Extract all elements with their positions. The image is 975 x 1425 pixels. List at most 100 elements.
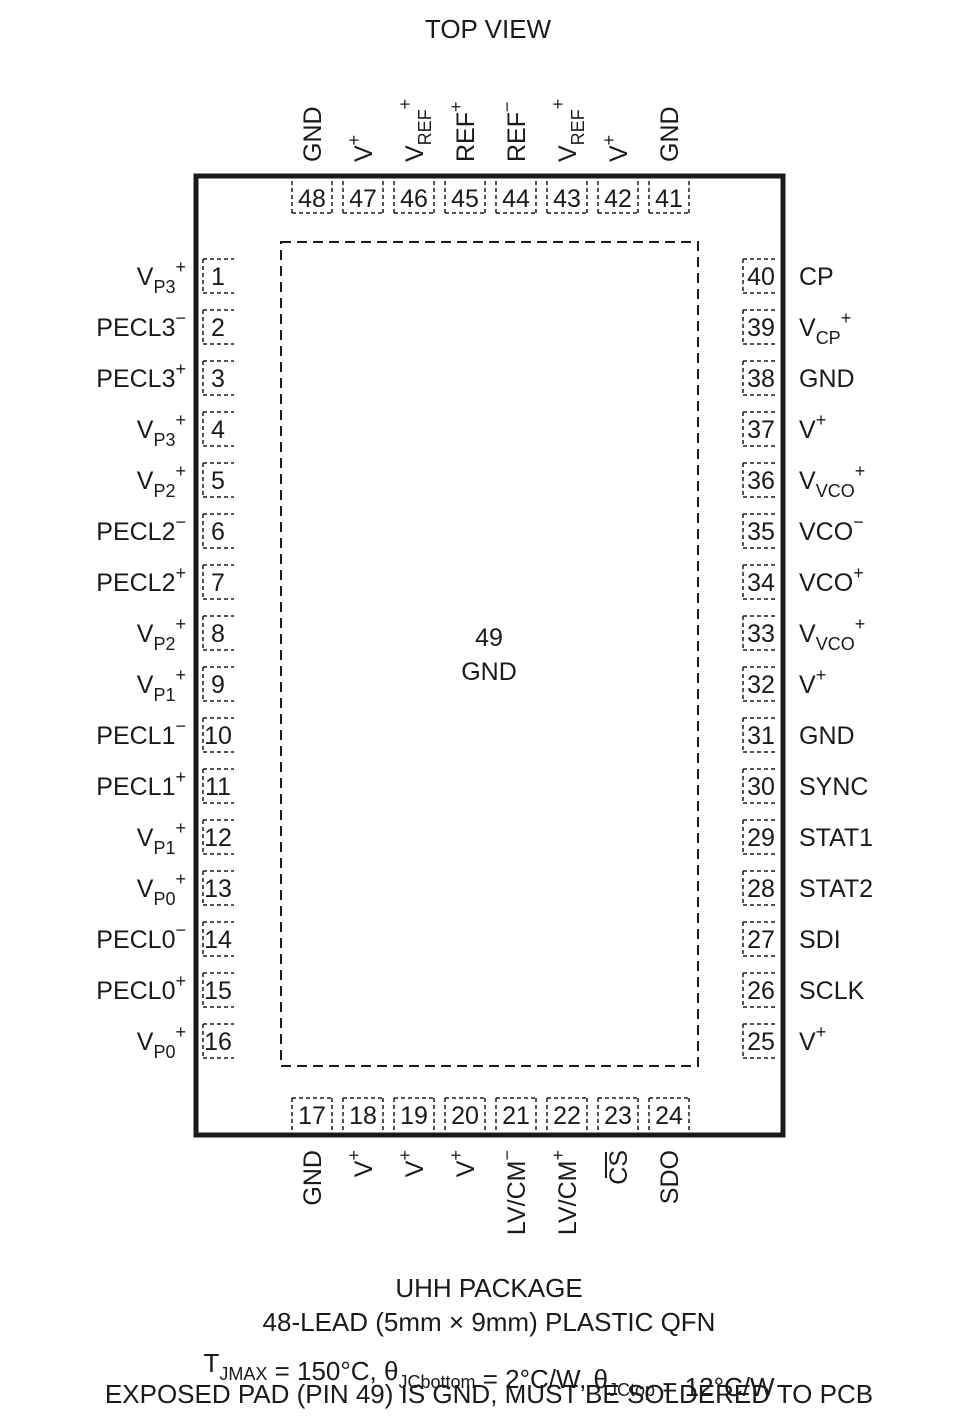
pin-number: 46 (400, 185, 428, 213)
pin-number: 15 (204, 977, 232, 1005)
pin-label-gnd: GND (299, 106, 327, 162)
pin-number: 3 (211, 365, 225, 393)
pin-label-lv-cmplus: LV/CM+ (548, 1150, 582, 1235)
pin-label-pecl3minus: PECL3− (96, 308, 186, 342)
pin-number: 26 (747, 977, 775, 1005)
package-name: UHH PACKAGE (395, 1273, 582, 1303)
pin-number: 20 (451, 1102, 479, 1130)
pin-number: 1 (211, 263, 225, 291)
pin-number: 21 (502, 1102, 530, 1130)
pin-35: 35 VCO− (742, 512, 864, 549)
pin-48: 48 GND (291, 106, 333, 214)
pin-label-refminus: REF− (497, 101, 531, 162)
pin-number: 37 (747, 416, 775, 444)
pin-number: 16 (204, 1028, 232, 1056)
pin-number: 31 (747, 722, 775, 750)
pin-label-pecl2plus: PECL2+ (96, 563, 186, 597)
pin-number: 33 (747, 620, 775, 648)
package-outline (193, 173, 786, 1138)
pin-number: 9 (211, 671, 225, 699)
pin-label-vcpplus: VCP+ (799, 308, 851, 348)
pin-label-vp0plus: VP0+ (137, 869, 186, 909)
pin-number: 10 (204, 722, 232, 750)
pin-number: 22 (553, 1102, 581, 1130)
pin-label-pecl1plus: PECL1+ (96, 767, 186, 801)
pin-37: 37 V+ (742, 410, 826, 447)
pin-16: 16 VP0+ (137, 1022, 234, 1062)
pin-label-vp2plus: VP2+ (137, 614, 186, 654)
pin-number: 23 (604, 1102, 632, 1130)
pin-label-vp3plus: VP3+ (137, 257, 186, 297)
pin-label-gnd: GND (799, 365, 855, 393)
pin-34: 34 VCO+ (742, 563, 864, 600)
pin-label-refplus: REF+ (446, 101, 480, 162)
pin-13: 13 VP0+ (137, 869, 234, 909)
pin-label-sdo: SDO (656, 1150, 684, 1204)
pin-label-cs: CS (605, 1150, 633, 1185)
pin-label-vp0plus: VP0+ (137, 1022, 186, 1062)
pin-number: 4 (211, 416, 225, 444)
pin-label-gnd: GND (299, 1150, 327, 1206)
exposed-pad-note: EXPOSED PAD (PIN 49) IS GND, MUST BE SOL… (105, 1379, 873, 1409)
view-title: TOP VIEW (425, 14, 552, 44)
pin-number: 14 (204, 926, 232, 954)
left-pins: 1VP3+2PECL3−3PECL3+4VP3+5VP2+6PECL2−7PEC… (96, 257, 234, 1062)
pin-number: 47 (349, 185, 377, 213)
pin-number: 17 (298, 1102, 326, 1130)
pin-label-vplus: V+ (599, 135, 633, 162)
pin-label-vrefplus: VREF+ (548, 99, 588, 162)
pin-number: 2 (211, 314, 225, 342)
pin-number: 36 (747, 467, 775, 495)
pin-number: 18 (349, 1102, 377, 1130)
pin-number: 40 (747, 263, 775, 291)
package-description: 48-LEAD (5mm × 9mm) PLASTIC QFN (263, 1307, 716, 1337)
exposed-pad-number: 49 (475, 624, 503, 652)
pin-number: 32 (747, 671, 775, 699)
top-pins: 48GND47V+46VREF+45REF+44REF−43VREF+42V+4… (291, 99, 690, 214)
pin-label-sync: SYNC (799, 773, 868, 801)
pin-number: 12 (204, 824, 232, 852)
pin-number: 42 (604, 185, 632, 213)
pin-number: 13 (204, 875, 232, 903)
pin-label-vcominus: VCO− (799, 512, 864, 546)
pin-number: 34 (747, 569, 775, 597)
pin-number: 44 (502, 185, 530, 213)
pin-2: 2 PECL3− (96, 308, 234, 345)
pin-label-pecl3plus: PECL3+ (96, 359, 186, 393)
pin-label-vplus: V+ (799, 1022, 826, 1056)
pin-label-vrefplus: VREF+ (395, 99, 435, 162)
pin-label-vp2plus: VP2+ (137, 461, 186, 501)
pin-label-vplus: V+ (344, 1150, 378, 1177)
pin-label-vplus: V+ (799, 410, 826, 444)
pin-label-vplus: V+ (799, 665, 826, 699)
pin-number: 35 (747, 518, 775, 546)
pin-26: 26 SCLK (742, 972, 865, 1008)
pin-label-vcoplus: VCO+ (799, 563, 864, 597)
pin-number: 11 (205, 773, 231, 801)
pin-label-lv-cmminus: LV/CM− (497, 1150, 531, 1235)
pin-number: 48 (298, 185, 326, 213)
pin-42: 42 V+ (597, 135, 639, 214)
pin-label-sclk: SCLK (799, 977, 865, 1005)
